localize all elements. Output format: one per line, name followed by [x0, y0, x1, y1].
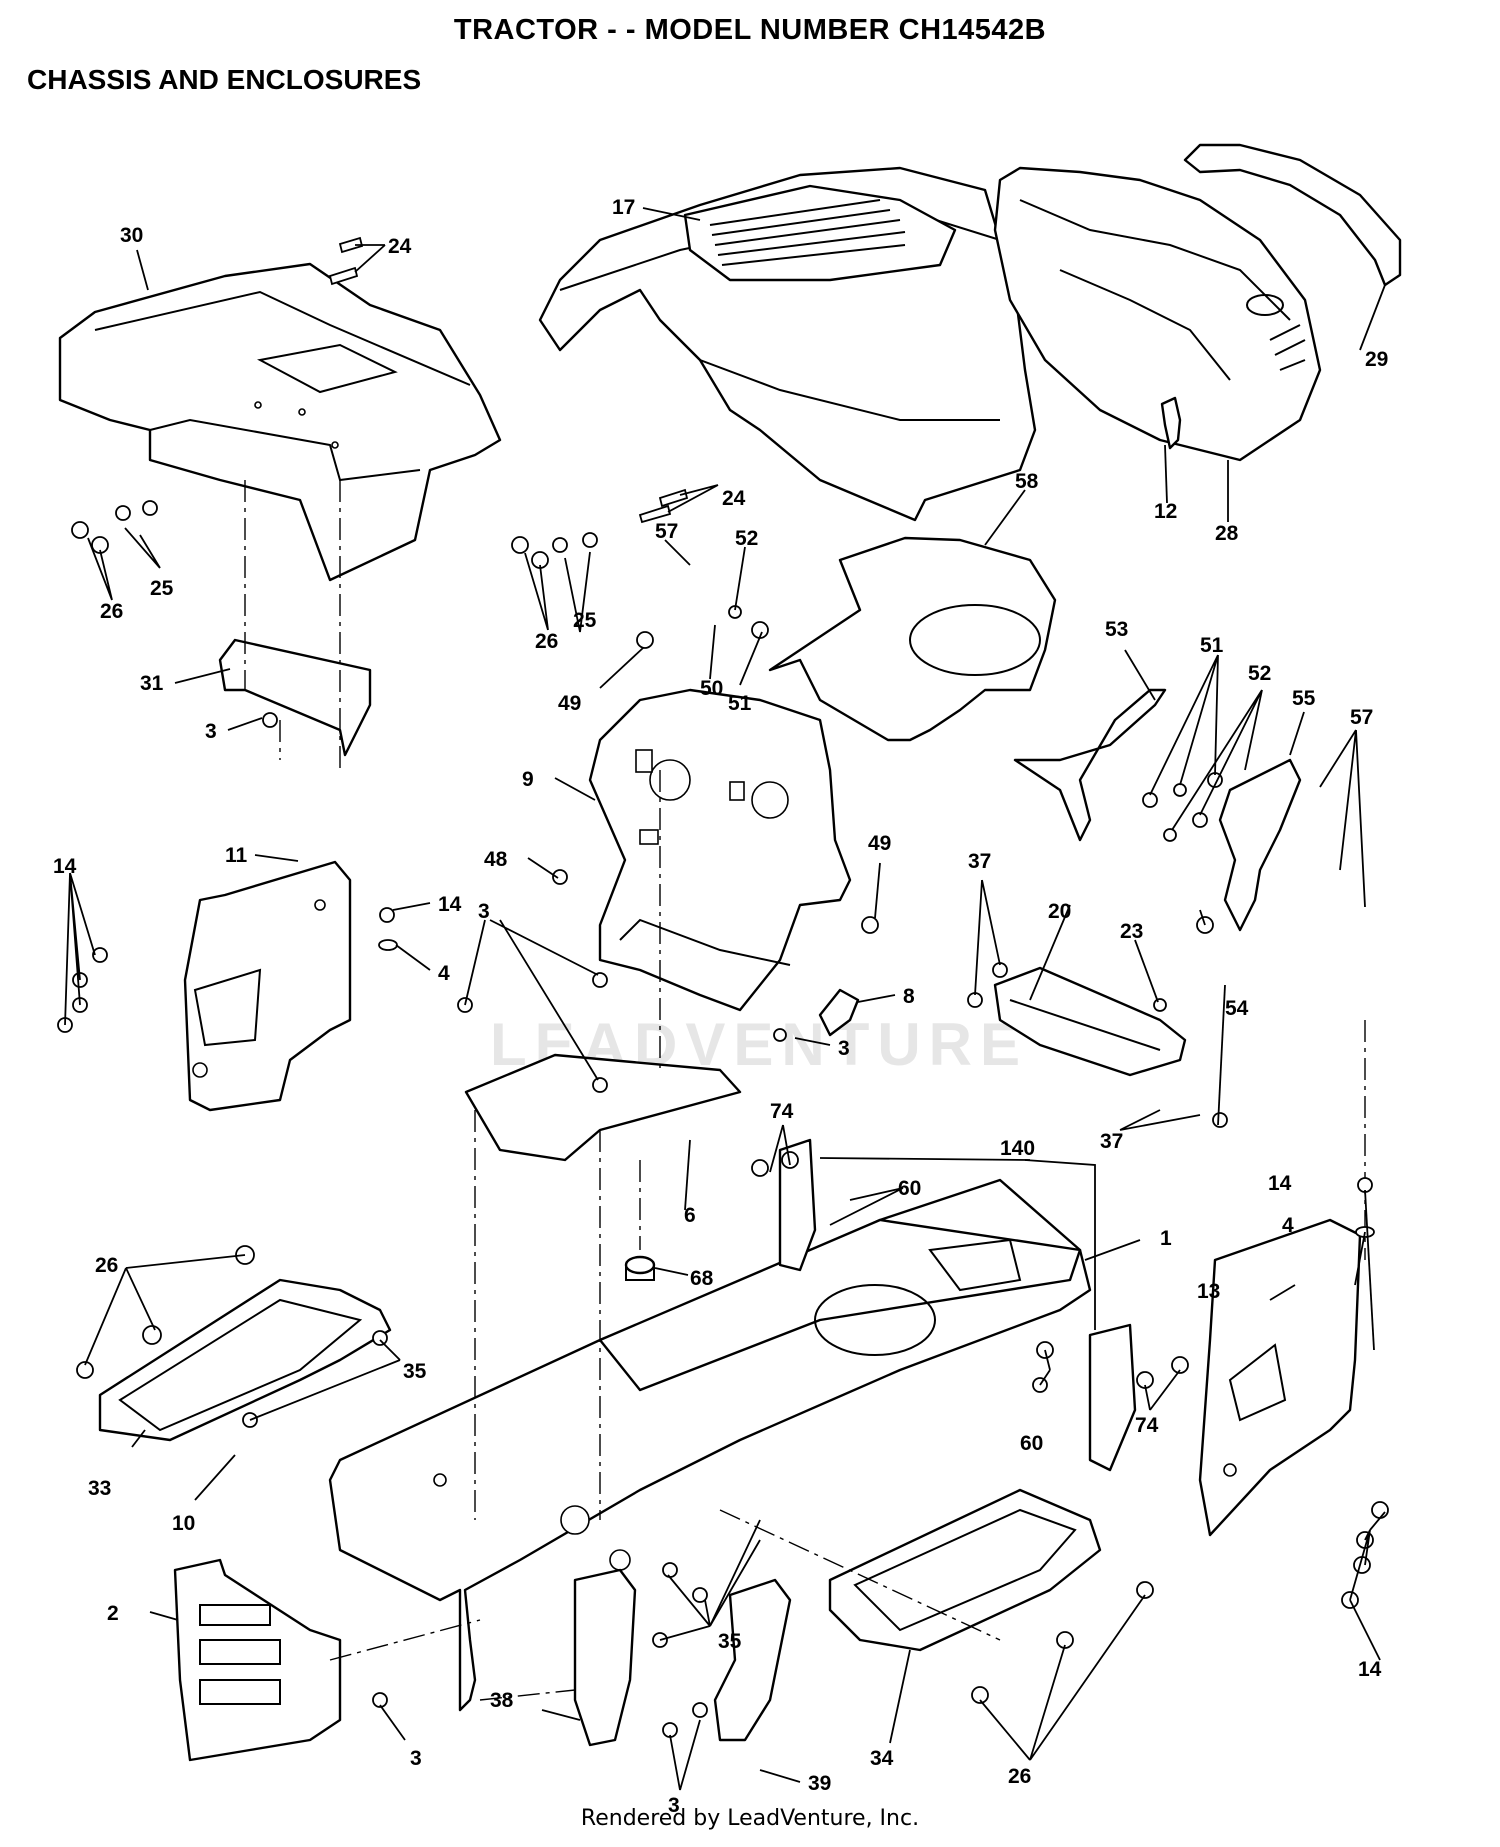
- callout-23: 23: [1120, 920, 1143, 943]
- callout-31: 31: [140, 672, 164, 695]
- callout-34: 34: [870, 1747, 894, 1770]
- callout-29: 29: [1365, 348, 1388, 371]
- callout-48: 48: [484, 848, 508, 871]
- callout-74-bottom: 74: [1135, 1414, 1159, 1437]
- part-8-clip: [818, 988, 860, 1037]
- callout-54: 54: [1225, 997, 1249, 1020]
- leader-lines: [64, 207, 1386, 1791]
- callout-26-lower-left: 26: [95, 1254, 118, 1277]
- callout-49-right: 49: [868, 832, 891, 855]
- callout-26-mid: 26: [535, 630, 558, 653]
- part-39-bracket: [713, 1578, 792, 1742]
- diagram-title: TRACTOR - - MODEL NUMBER CH14542B: [453, 14, 1047, 46]
- callout-26-left: 26: [100, 600, 123, 623]
- callout-37-top: 37: [968, 850, 991, 873]
- callout-35-bottom: 35: [718, 1630, 742, 1653]
- part-29-hood-trim: [1183, 143, 1402, 287]
- part-58-dash-panel: [768, 536, 1057, 742]
- part-13-right-side-panel: [1198, 1218, 1362, 1537]
- callout-57-top: 57: [655, 520, 678, 543]
- callout-140: 140: [1000, 1137, 1035, 1160]
- callout-14-left: 14: [53, 855, 77, 878]
- callout-30: 30: [120, 224, 143, 247]
- part-33-left-footrest: [98, 1278, 392, 1442]
- part-6-floor-plate: [464, 1053, 742, 1162]
- callout-51-mid: 51: [728, 692, 752, 715]
- part-34-right-footrest: [828, 1488, 1102, 1652]
- callout-3-mid: 3: [838, 1037, 850, 1060]
- callout-labels: 30 24 17 29 12 28 24 25 26 25 26 57 52 5…: [53, 196, 1388, 1817]
- callout-24-mid: 24: [722, 487, 746, 510]
- callout-33: 33: [88, 1477, 111, 1500]
- footer-credit: Rendered by LeadVenture, Inc.: [580, 1806, 920, 1831]
- part-9-dash: [588, 688, 852, 1012]
- callout-58: 58: [1015, 470, 1039, 493]
- callout-6: 6: [684, 1204, 696, 1227]
- callout-3-left: 3: [205, 720, 217, 743]
- part-28-grille: [993, 166, 1322, 462]
- callout-52-right: 52: [1248, 662, 1271, 685]
- callout-14-midleft: 14: [438, 893, 462, 916]
- callout-14-right-bottom: 14: [1358, 1658, 1382, 1681]
- callout-55: 55: [1292, 687, 1316, 710]
- part-38-bracket: [573, 1568, 637, 1747]
- part-1-main-frame: [328, 1178, 1092, 1712]
- callout-52-top: 52: [735, 527, 758, 550]
- callout-14-right-top: 14: [1268, 1172, 1292, 1195]
- callout-60-top: 60: [898, 1177, 921, 1200]
- callout-68: 68: [690, 1267, 714, 1290]
- callout-38: 38: [490, 1689, 514, 1712]
- callout-51-right: 51: [1200, 634, 1224, 657]
- callout-74-top: 74: [770, 1100, 794, 1123]
- callout-50: 50: [700, 677, 723, 700]
- part-30-rear-fender: [58, 262, 502, 582]
- callout-4-left: 4: [438, 962, 450, 985]
- part-53-bracket: [1013, 688, 1167, 842]
- callout-3-cluster: 3: [478, 900, 490, 923]
- callout-3-lower-left: 3: [410, 1747, 422, 1770]
- part-31-bracket: [218, 638, 372, 757]
- callout-9: 9: [522, 768, 534, 791]
- part-2-front-plate: [173, 1558, 342, 1762]
- callout-28: 28: [1215, 522, 1239, 545]
- part-11-left-side-panel: [183, 860, 352, 1112]
- callout-12: 12: [1154, 500, 1177, 523]
- assembly-lines: [244, 480, 1366, 1701]
- callout-13: 13: [1197, 1280, 1220, 1303]
- part-20-bracket: [993, 966, 1187, 1077]
- part-140-bracket: [778, 1138, 1137, 1472]
- callout-37-bottom: 37: [1100, 1130, 1123, 1153]
- part-17-hood: [538, 166, 1037, 522]
- callout-17: 17: [612, 196, 635, 219]
- part-12-clip: [1160, 396, 1182, 450]
- callout-2: 2: [107, 1602, 119, 1625]
- callout-1: 1: [1160, 1227, 1172, 1250]
- callout-39: 39: [808, 1772, 831, 1795]
- callout-4-right: 4: [1282, 1214, 1294, 1237]
- hardware: [57, 236, 1389, 1738]
- callout-53: 53: [1105, 618, 1128, 641]
- callout-20: 20: [1048, 900, 1071, 923]
- callout-10: 10: [172, 1512, 195, 1535]
- callout-60-bottom: 60: [1020, 1432, 1043, 1455]
- callout-26-bottom: 26: [1008, 1765, 1031, 1788]
- part-55-bracket: [1218, 758, 1302, 932]
- callout-49-left: 49: [558, 692, 581, 715]
- callout-8: 8: [903, 985, 915, 1008]
- callout-57-right: 57: [1350, 706, 1373, 729]
- callout-3-bottom: 3: [668, 1794, 680, 1817]
- callout-24-top: 24: [388, 235, 412, 258]
- callout-25-left: 25: [150, 577, 174, 600]
- part-68-grommet: [624, 1255, 656, 1281]
- callout-11: 11: [225, 844, 248, 867]
- diagram-subtitle: CHASSIS AND ENCLOSURES: [27, 64, 422, 95]
- callout-35-left: 35: [403, 1360, 427, 1383]
- callout-25-mid: 25: [573, 609, 597, 632]
